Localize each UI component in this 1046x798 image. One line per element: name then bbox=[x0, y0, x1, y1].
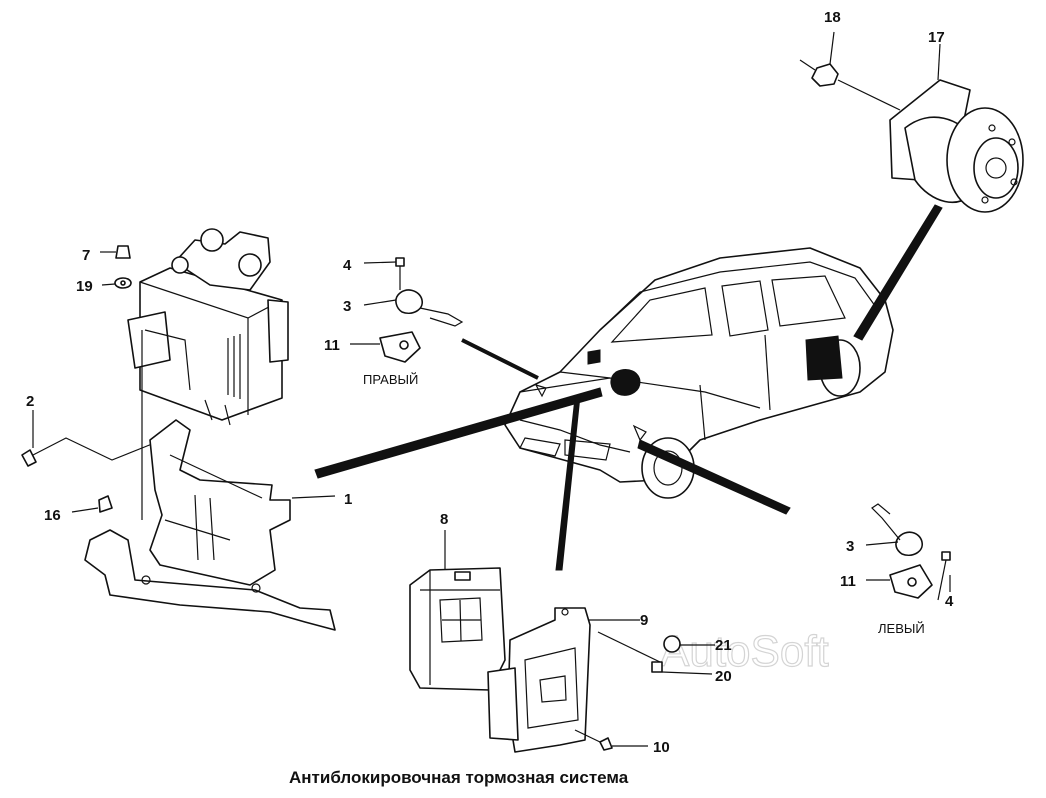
wheel-sensor-3-right bbox=[363, 289, 464, 327]
bolt-20 bbox=[651, 661, 713, 675]
wheel-sensor-3-left bbox=[865, 503, 923, 557]
ecu-8 bbox=[409, 530, 506, 691]
ecu-bracket-9 bbox=[487, 607, 661, 753]
callout-18: 18 bbox=[824, 9, 841, 26]
label-right-side: ПРАВЫЙ bbox=[363, 372, 418, 387]
callout-20: 20 bbox=[715, 668, 732, 685]
callout-11-left: 11 bbox=[840, 573, 856, 590]
diagram-caption: Антиблокировочная тормозная система bbox=[289, 768, 629, 787]
callout-16: 16 bbox=[44, 507, 61, 524]
nut-16 bbox=[71, 495, 113, 513]
bolt-4-right bbox=[363, 257, 405, 290]
mount-plate bbox=[84, 330, 336, 631]
hydraulic-modulator bbox=[127, 228, 289, 426]
callout-11-right: 11 bbox=[324, 337, 340, 354]
callout-7: 7 bbox=[82, 247, 90, 264]
callout-2: 2 bbox=[26, 393, 34, 410]
bolt-4-left bbox=[937, 551, 951, 601]
callout-21: 21 bbox=[715, 637, 732, 654]
callout-3-right: 3 bbox=[343, 298, 351, 315]
bolt-10 bbox=[574, 729, 648, 751]
callout-19: 19 bbox=[76, 278, 93, 295]
sensor-bracket-11-right bbox=[350, 331, 421, 363]
wheel-hub-17 bbox=[889, 43, 1024, 213]
leader-wedges bbox=[314, 204, 943, 571]
callout-1: 1 bbox=[344, 491, 352, 508]
callout-4-left: 4 bbox=[945, 593, 954, 610]
bolt-2 bbox=[21, 410, 153, 467]
nut-7 bbox=[100, 245, 131, 259]
callout-17: 17 bbox=[928, 29, 945, 46]
bracket-1 bbox=[149, 419, 336, 586]
callout-9: 9 bbox=[640, 612, 648, 629]
callout-4-right: 4 bbox=[343, 257, 352, 274]
callout-10: 10 bbox=[653, 739, 670, 756]
watermark: AutoSoft bbox=[660, 627, 829, 676]
car-illustration bbox=[504, 247, 894, 499]
callout-3-left: 3 bbox=[846, 538, 854, 555]
nut-18 bbox=[799, 31, 901, 111]
nut-21 bbox=[663, 635, 715, 653]
washer-19 bbox=[101, 277, 132, 289]
callout-8: 8 bbox=[440, 511, 448, 528]
label-left-side: ЛЕВЫЙ bbox=[878, 621, 925, 636]
sensor-bracket-11-left bbox=[866, 564, 933, 599]
